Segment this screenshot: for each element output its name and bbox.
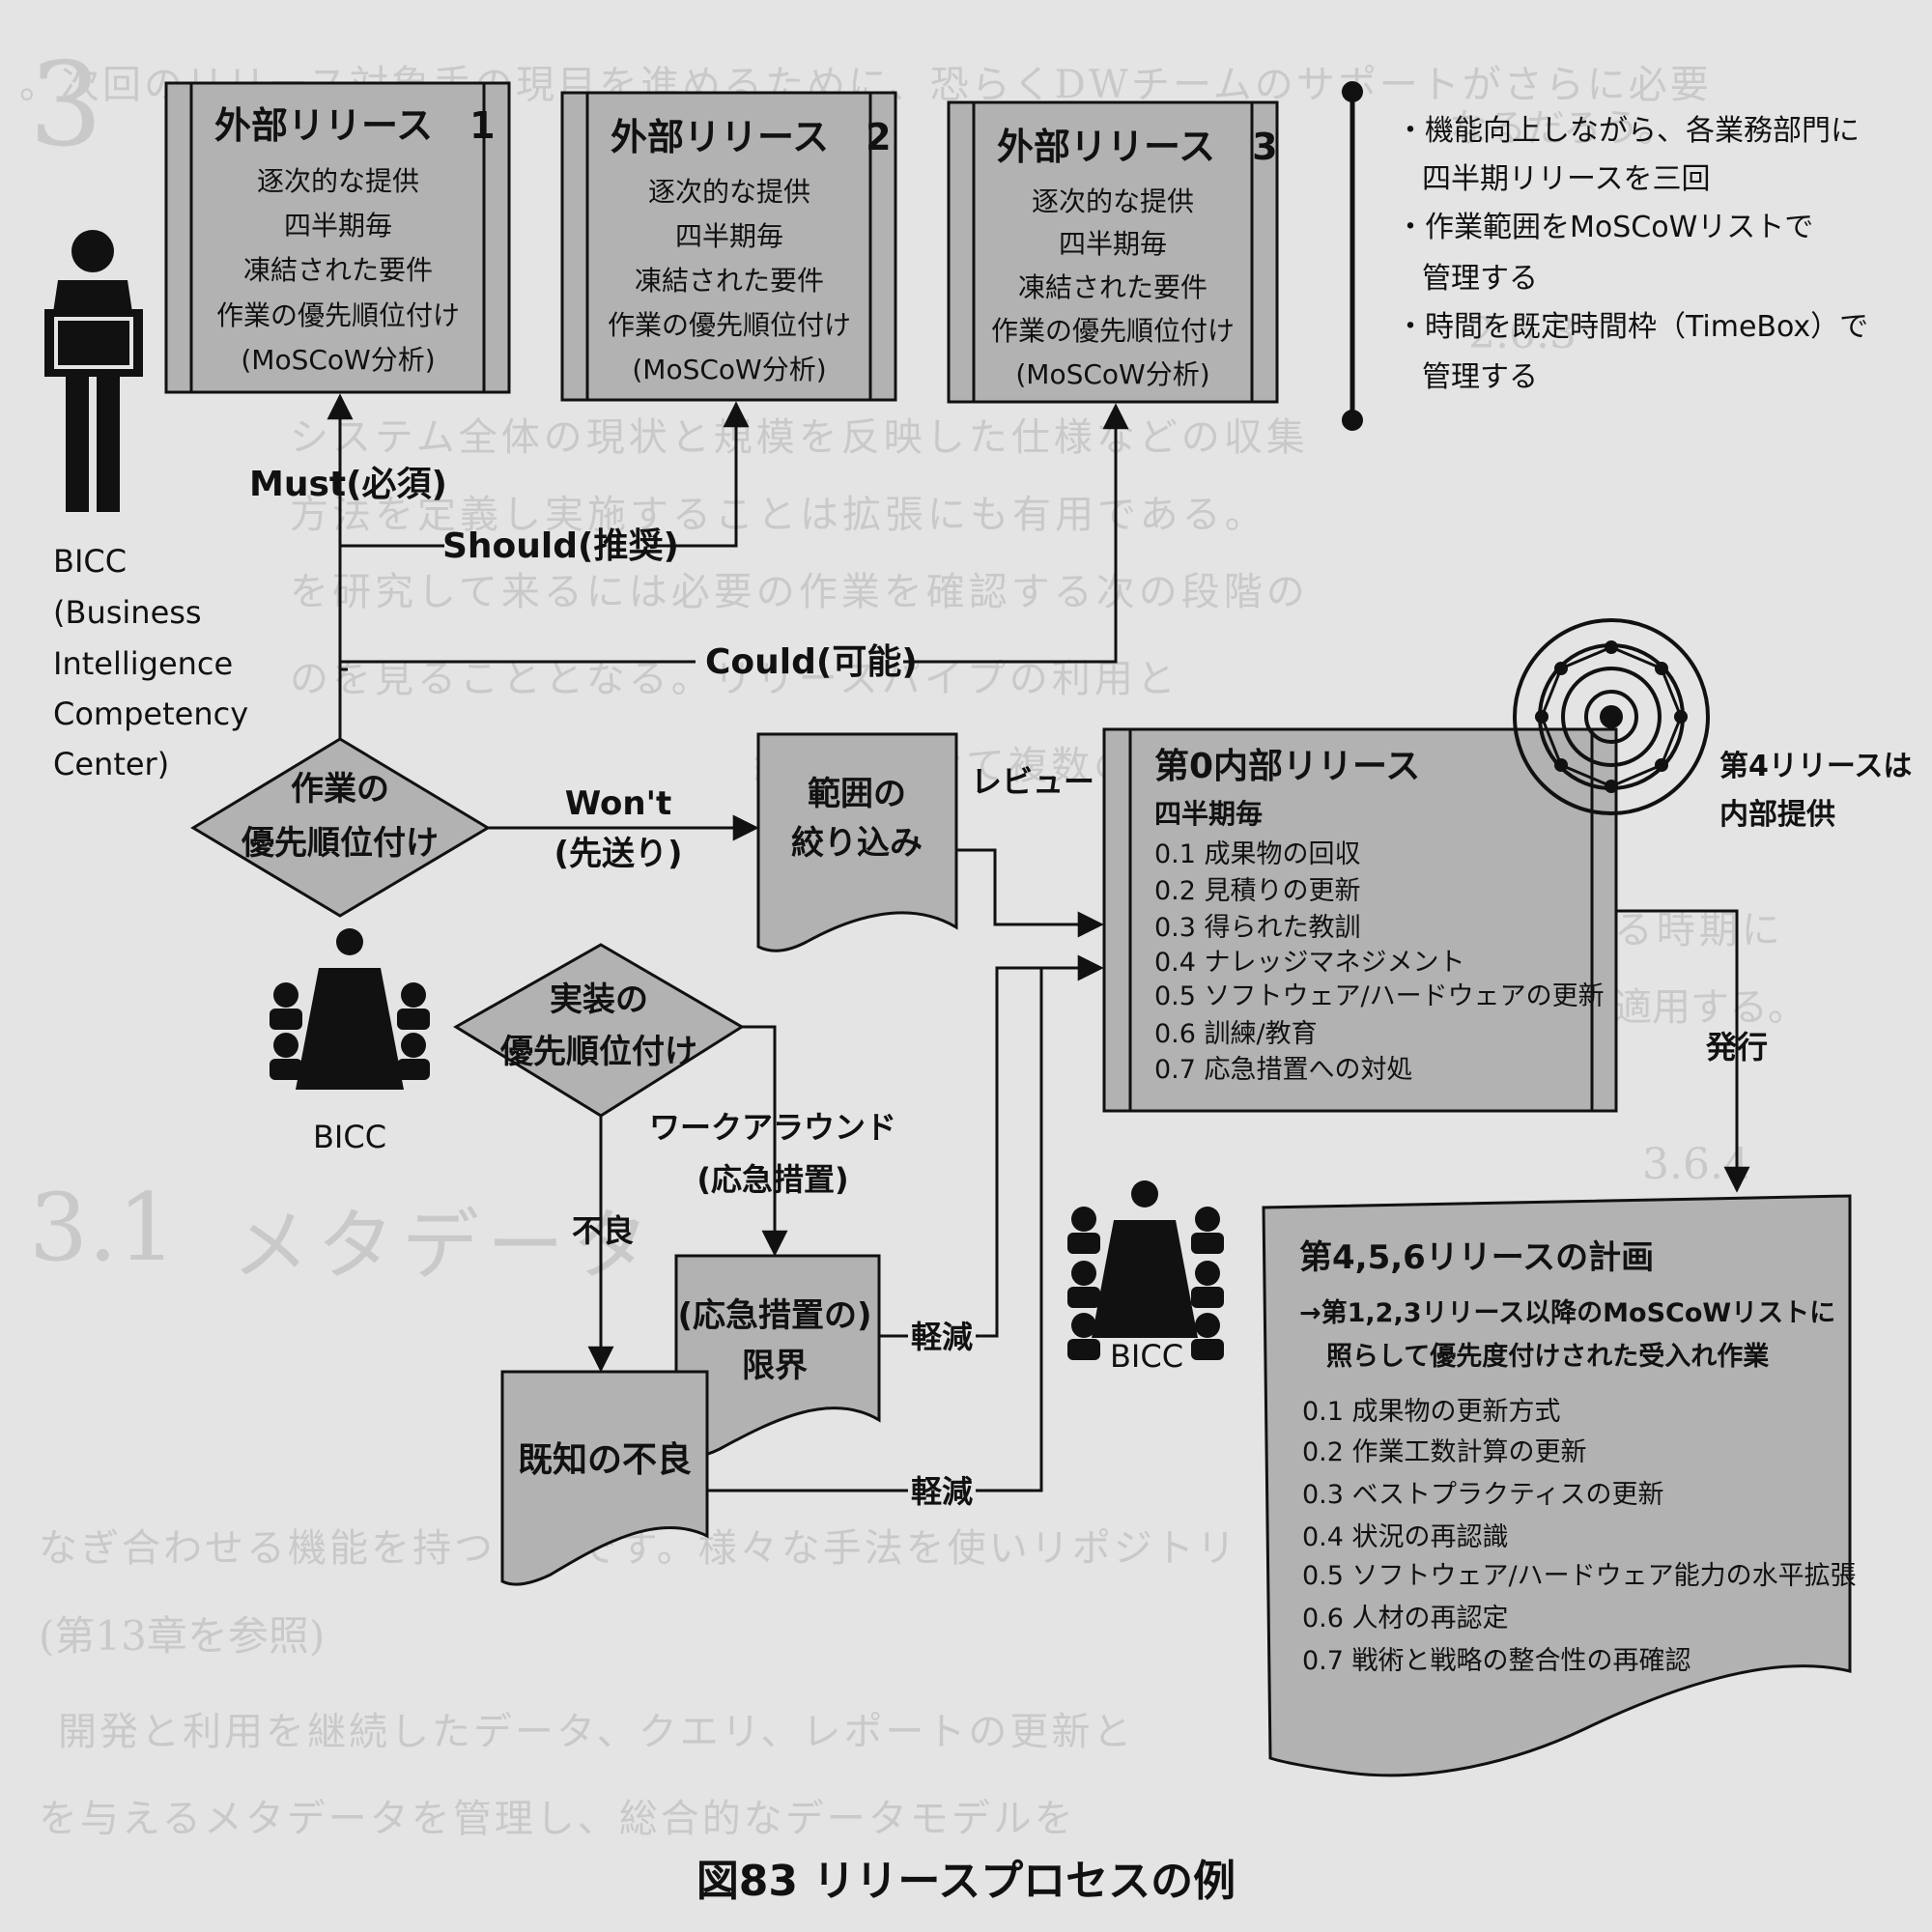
wont-label: Won't bbox=[565, 784, 672, 823]
plan-item: 0.1 成果物の更新方式 bbox=[1302, 1397, 1561, 1427]
external-release-line: (MoSCoW分析) bbox=[1015, 358, 1209, 390]
external-release-title: 外部リリース 3 bbox=[997, 126, 1278, 168]
bullet-line: ・作業範囲をMoSCoWリストで bbox=[1396, 211, 1813, 244]
plan-subtitle: 照らして優先度付けされた受入れ作業 bbox=[1326, 1341, 1769, 1372]
limit-label: 限界 bbox=[742, 1347, 808, 1385]
internal-release-item: 0.5 ソフトウェア/ハードウェアの更新 bbox=[1154, 981, 1605, 1011]
wont-label: (先送り) bbox=[554, 835, 682, 873]
external-release-line: 四半期毎 bbox=[675, 220, 783, 252]
meeting-table-icon bbox=[270, 928, 430, 1090]
bullet-line: ・機能向上しながら、各業務部門に bbox=[1396, 114, 1860, 148]
decision-label: 実装の bbox=[550, 980, 648, 1019]
plan-item: 0.6 人材の再認定 bbox=[1302, 1604, 1509, 1634]
internal-release-item: 0.7 応急措置への対処 bbox=[1154, 1055, 1413, 1085]
plan-item: 0.3 ベストプラクティスの更新 bbox=[1302, 1480, 1663, 1510]
person-with-box-icon bbox=[44, 230, 143, 512]
external-release-line: 作業の優先順位付け bbox=[608, 309, 851, 341]
bicc-label-line: Competency bbox=[53, 696, 248, 732]
issue-label: 発行 bbox=[1705, 1029, 1768, 1065]
mitigate-label: 軽減 bbox=[911, 1319, 973, 1355]
scope-narrowing-document: 範囲の 絞り込み bbox=[756, 732, 958, 952]
internal-release-item: 0.1 成果物の回収 bbox=[1154, 839, 1361, 869]
external-release-line: 作業の優先順位付け bbox=[991, 315, 1235, 347]
workaround-label: (応急措置) bbox=[696, 1161, 848, 1198]
meeting-table-icon bbox=[1067, 1180, 1224, 1360]
mitigate-label: 軽減 bbox=[911, 1473, 973, 1510]
internal-release-item: 0.3 得られた教訓 bbox=[1154, 913, 1361, 943]
external-release-line: 四半期毎 bbox=[1059, 228, 1167, 260]
target-icon bbox=[1513, 618, 1710, 815]
review-connector bbox=[956, 848, 1104, 938]
should-label: Should(推奨) bbox=[442, 526, 679, 566]
known-defects-document: 既知の不良 bbox=[500, 1370, 709, 1586]
external-release-2: 外部リリース 2 逐次的な提供 四半期毎 凍結された要件 作業の優先順位付け (… bbox=[560, 91, 897, 402]
bullet-line: 管理する bbox=[1422, 360, 1538, 394]
external-release-3: 外部リリース 3 逐次的な提供 四半期毎 凍結された要件 作業の優先順位付け (… bbox=[947, 100, 1279, 404]
summary-bullets: ・機能向上しながら、各業務部門に 四半期リリースを三回 ・作業範囲をMoSCoW… bbox=[1342, 81, 1868, 431]
internal-release-item: 0.2 見積りの更新 bbox=[1154, 876, 1361, 906]
plan-subtitle: →第1,2,3リリース以降のMoSCoWリストに bbox=[1299, 1297, 1835, 1328]
review-label: レビュー bbox=[971, 763, 1094, 800]
external-release-line: 凍結された要件 bbox=[243, 254, 433, 286]
bullet-line: 四半期リリースを三回 bbox=[1422, 162, 1711, 196]
scope-label: 範囲の bbox=[808, 775, 906, 813]
bicc-label-line: Center) bbox=[53, 746, 169, 782]
internal-release-item: 0.4 ナレッジマネジメント bbox=[1154, 948, 1465, 978]
external-release-title: 外部リリース 1 bbox=[214, 104, 496, 147]
bicc-label-line: BICC bbox=[53, 543, 127, 580]
external-release-line: (MoSCoW分析) bbox=[632, 354, 826, 385]
scope-label: 絞り込み bbox=[791, 824, 923, 863]
impl-connectors bbox=[587, 1025, 788, 1373]
bullet-line: ・時間を既定時間枠（TimeBox）で bbox=[1396, 310, 1868, 344]
mitigation-connectors bbox=[707, 954, 1104, 1492]
external-release-line: 作業の優先順位付け bbox=[216, 299, 460, 331]
internal-release-subtitle: 四半期毎 bbox=[1154, 798, 1263, 830]
work-priority-decision: 作業の 優先順位付け bbox=[190, 737, 491, 918]
decision-label: 優先順位付け bbox=[499, 1033, 697, 1071]
external-release-line: (MoSCoW分析) bbox=[241, 344, 435, 376]
impl-priority-decision: 実装の 優先順位付け bbox=[453, 943, 745, 1118]
external-release-title: 外部リリース 2 bbox=[611, 116, 892, 158]
known-defects-label: 既知の不良 bbox=[518, 1440, 692, 1480]
external-release-line: 逐次的な提供 bbox=[648, 176, 810, 208]
workaround-label: ワークアラウンド bbox=[649, 1109, 896, 1146]
external-release-line: 凍結された要件 bbox=[635, 265, 824, 297]
external-release-line: 凍結された要件 bbox=[1018, 271, 1208, 303]
external-release-line: 四半期毎 bbox=[284, 210, 392, 242]
defect-label: 不良 bbox=[572, 1212, 634, 1249]
decision-label: 優先順位付け bbox=[241, 824, 439, 863]
bullet-line: 管理する bbox=[1422, 262, 1538, 296]
figure-caption: 図83 リリースプロセスの例 bbox=[696, 1857, 1236, 1906]
bicc-team-label: BICC bbox=[1110, 1338, 1183, 1375]
plan-item: 0.2 作業工数計算の更新 bbox=[1302, 1437, 1587, 1467]
internal-release-item: 0.6 訓練/教育 bbox=[1154, 1019, 1318, 1049]
must-label: Must(必須) bbox=[249, 465, 447, 504]
plan-item: 0.7 戦術と戦略の整合性の再確認 bbox=[1302, 1646, 1691, 1676]
external-release-1: 外部リリース 1 逐次的な提供 四半期毎 凍結された要件 作業の優先順位付け (… bbox=[164, 81, 511, 394]
bicc-label-line: (Business bbox=[53, 594, 202, 631]
bicc-team-label: BICC bbox=[313, 1119, 386, 1155]
limit-label: (応急措置の) bbox=[677, 1296, 871, 1335]
internal-release-title: 第0内部リリース bbox=[1154, 747, 1420, 786]
release4-note: 内部提供 bbox=[1719, 798, 1835, 832]
could-label: Could(可能) bbox=[705, 642, 918, 682]
internal-release-box: 第0内部リリース 四半期毎 0.1 成果物の回収 0.2 見積りの更新 0.3 … bbox=[1102, 727, 1618, 1113]
bicc-label-line: Intelligence bbox=[53, 645, 233, 682]
bicc-person-label: BICC (Business Intelligence Competency C… bbox=[53, 543, 248, 782]
moscow-connectors bbox=[327, 393, 1129, 841]
decision-label: 作業の bbox=[291, 770, 389, 809]
plan-title: 第4,5,6リリースの計画 bbox=[1299, 1238, 1654, 1277]
plan-item: 0.5 ソフトウェア/ハードウェア能力の水平拡張 bbox=[1302, 1561, 1857, 1591]
external-release-line: 逐次的な提供 bbox=[257, 165, 419, 197]
external-release-line: 逐次的な提供 bbox=[1032, 185, 1194, 217]
release-plan-document: 第4,5,6リリースの計画 →第1,2,3リリース以降のMoSCoWリストに 照… bbox=[1262, 1194, 1857, 1777]
plan-item: 0.4 状況の再認識 bbox=[1302, 1522, 1509, 1552]
release4-note: 第4リリースは bbox=[1719, 750, 1912, 783]
issue-connector bbox=[1616, 909, 1750, 1193]
